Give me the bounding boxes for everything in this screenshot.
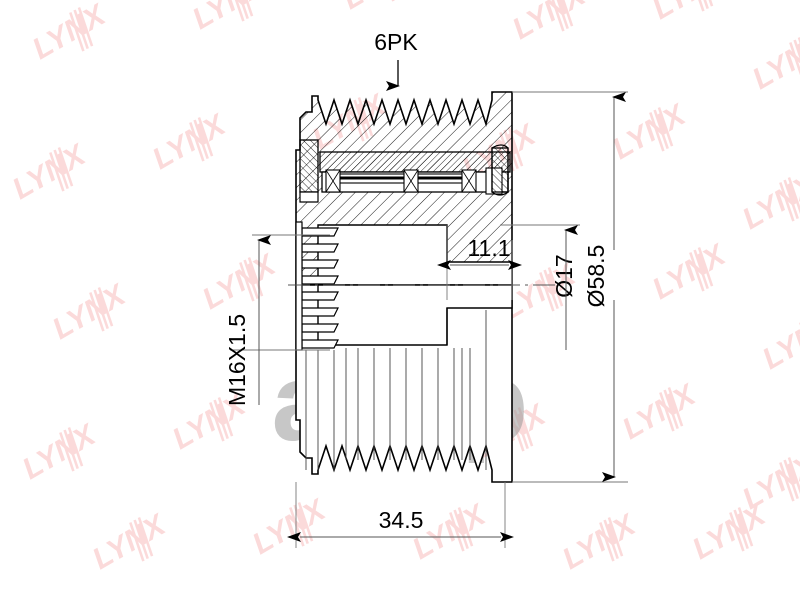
roller-left-x2 — [325, 169, 341, 193]
lynx-watermark-slash — [549, 0, 565, 32]
projection-lines — [305, 310, 487, 470]
dimension-outer-diameter: Ø58.5 — [583, 92, 626, 482]
lynx-watermark-slash — [693, 0, 709, 10]
lynx-watermark-slash — [659, 392, 675, 432]
bearing-assembly — [299, 139, 511, 203]
lynx-watermark-slash — [607, 517, 624, 557]
lynx-watermark-slash — [557, 0, 574, 27]
lynx-watermark-slash — [49, 152, 65, 192]
seal-left — [299, 139, 319, 193]
lynx-watermark-slash — [657, 107, 674, 147]
lynx-watermark-slash — [209, 402, 225, 442]
lynx-watermark-slash — [783, 179, 799, 220]
lynx-watermark-slash — [737, 507, 754, 547]
lynx-watermark-slash — [77, 7, 94, 47]
lynx-watermark-slash — [513, 409, 529, 450]
lynx-watermark-slash — [453, 509, 469, 550]
lynx-watermark-slash — [449, 512, 465, 552]
lynx-watermark-slash — [243, 259, 259, 300]
dimension-overall-width-label: 34.5 — [379, 507, 424, 533]
lynx-watermark-slash — [649, 112, 665, 152]
callout-6pk: 6PK — [374, 29, 418, 91]
dimension-bore-label: Ø17 — [551, 254, 577, 297]
lynx-watermark-slash — [69, 12, 85, 52]
seal-right — [491, 147, 509, 193]
lynx-watermark-slash — [229, 0, 245, 22]
lynx-watermark-slash — [779, 182, 795, 222]
lynx-watermark-slash — [667, 387, 684, 427]
lynx-watermark-slash — [729, 512, 745, 552]
lynx-watermark-slash — [599, 522, 615, 562]
dimension-hub-width-label: 11.1 — [467, 235, 510, 261]
dimension-outer-diameter-label: Ø58.5 — [583, 245, 609, 308]
lynx-watermark-slash — [789, 42, 800, 82]
lynx-watermark-slash — [517, 407, 534, 447]
lynx-watermark-slash — [603, 519, 619, 560]
lynx-watermark-slash — [193, 119, 209, 160]
dimension-bore: Ø17 — [551, 225, 578, 350]
lynx-watermark-slash — [663, 389, 679, 430]
lynx-watermark-slash — [53, 149, 69, 190]
thread-root-band — [295, 221, 303, 351]
lynx-watermark-slash — [89, 292, 105, 332]
lynx-watermark-slash — [73, 9, 89, 50]
dimension-overall-width: 34.5 — [287, 507, 514, 542]
lynx-watermark-slash — [133, 519, 149, 560]
lynx-watermark-slash — [237, 0, 254, 17]
lynx-watermark-slash — [63, 429, 79, 470]
lynx-watermark-slash — [57, 147, 74, 187]
thread-profile-m16 — [295, 221, 339, 351]
seal-left-lip — [299, 191, 319, 203]
snap-ring — [491, 144, 509, 196]
lynx-watermark-slash — [239, 262, 255, 302]
roller-mr-x2 — [461, 169, 477, 193]
lynx-watermark-slash — [733, 509, 749, 550]
callout-6pk-label: 6PK — [374, 29, 418, 55]
lynx-watermark-slash — [779, 462, 795, 502]
lynx-watermark-slash — [137, 517, 154, 557]
roller-ml-x2 — [403, 169, 419, 193]
lynx-watermark-slash — [59, 432, 75, 472]
lynx-watermark-slash — [93, 289, 109, 330]
dimension-hub-width: 11.1 — [437, 235, 522, 270]
lynx-watermark-slash — [233, 0, 249, 20]
outer-race-upper — [319, 151, 511, 173]
lynx-watermark-slash — [97, 287, 114, 327]
pulley-body-section — [295, 91, 513, 483]
lynx-watermark-slash — [653, 109, 669, 150]
lynx-watermark-slash — [213, 399, 229, 440]
lynx-watermark-slash — [539, 272, 555, 312]
lynx-watermark-slash — [543, 269, 559, 310]
lynx-watermark-slash — [547, 267, 564, 307]
lynx-watermark-slash — [689, 0, 705, 12]
lynx-watermark-slash — [783, 459, 799, 500]
lynx-watermark-slash — [697, 247, 714, 287]
lynx-watermark-slash — [189, 122, 205, 162]
lynx-watermark-slash — [553, 0, 569, 30]
thread-teeth-lower — [301, 291, 339, 349]
lynx-watermark-slash — [217, 397, 234, 437]
lynx-watermark-slash — [197, 117, 214, 157]
lynx-watermark-slash — [689, 252, 705, 292]
lynx-watermark-slash — [247, 257, 264, 297]
lynx-watermark-slash — [693, 249, 709, 290]
dimension-m16x15: M16X1.5 — [224, 235, 271, 406]
lynx-watermark-slash — [129, 522, 145, 562]
lynx-watermark-slash — [793, 39, 800, 80]
dimension-m16x15-label: M16X1.5 — [224, 314, 250, 406]
lynx-watermark-slash — [67, 427, 84, 467]
